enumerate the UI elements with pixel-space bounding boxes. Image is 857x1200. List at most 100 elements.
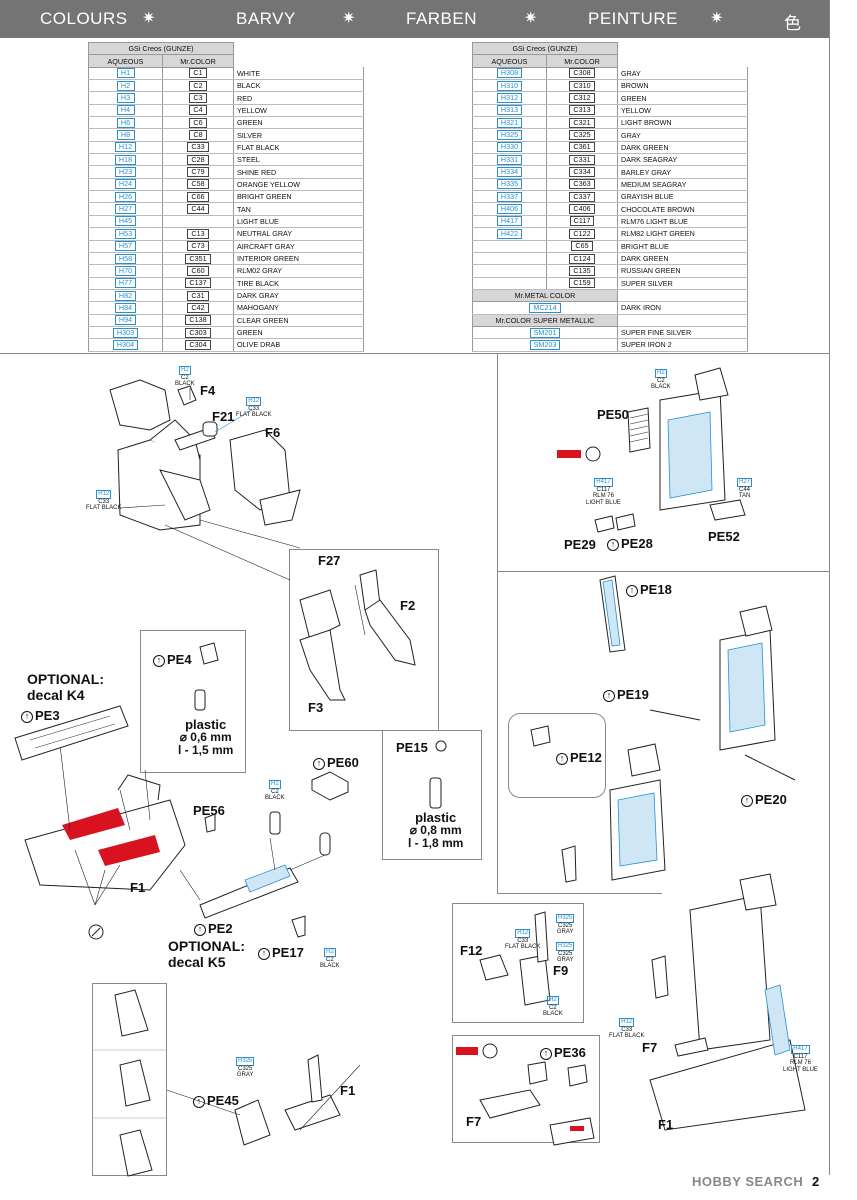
part-label-f4: F4 xyxy=(200,383,216,398)
f12-part xyxy=(479,954,509,981)
aqueous-code: H406 xyxy=(496,204,523,215)
mrcolor-code: C3 xyxy=(189,93,207,104)
color-row: H325 C325 GRAY xyxy=(472,128,748,142)
header-peinture: PEINTURE xyxy=(588,9,678,28)
part-label-pe2: ↑PE2 xyxy=(194,921,233,936)
red-swatch xyxy=(570,1126,584,1131)
aqueous-code: H321 xyxy=(496,117,523,128)
divider-line xyxy=(0,353,830,354)
part-label-pe60: ↑PE60 xyxy=(313,755,359,770)
color-name: BARLEY GRAY xyxy=(617,165,748,179)
page-border xyxy=(829,0,830,1175)
aqueous-code: H57 xyxy=(114,241,137,252)
pe36-inset xyxy=(452,1035,600,1143)
mrcolor-code: C4 xyxy=(189,105,207,116)
mrcolor-code: C122 xyxy=(569,228,595,239)
f9-part xyxy=(519,954,551,1006)
mrcolor-code: C321 xyxy=(569,117,595,128)
fold-icon: ↑ xyxy=(258,947,270,960)
mrcolor-code: C42 xyxy=(187,302,209,313)
plastic-length: l - 1,5 mm xyxy=(178,743,234,757)
f1-cockpit-tub-right xyxy=(649,1039,806,1131)
mrcolor-code: C325 xyxy=(569,130,595,141)
color-name: TIRE BLACK xyxy=(233,277,364,290)
color-name: YELLOW xyxy=(233,104,364,118)
color-name: WHITE xyxy=(233,67,364,81)
color-name: CHOCOLATE BROWN xyxy=(617,202,748,216)
mrcolor-code: C304 xyxy=(185,339,211,350)
plastic-rod-06 xyxy=(194,689,206,711)
part-label-pe15: PE15 xyxy=(396,740,428,755)
divider-line xyxy=(497,571,830,572)
color-name: RED xyxy=(233,91,364,105)
color-name: BRIGHT GREEN xyxy=(233,190,364,204)
aqueous-code: H77 xyxy=(114,278,137,289)
red-swatch xyxy=(557,450,581,458)
color-name: GRAY xyxy=(617,67,748,81)
f7-installed xyxy=(674,1037,709,1057)
header-colours: COLOURS xyxy=(40,9,128,28)
color-name: MEDIUM SEAGRAY xyxy=(617,178,748,192)
part-label-pe20: ↑PE20 xyxy=(741,792,787,807)
optional-decal-k5: OPTIONAL:decal K5 xyxy=(168,938,245,970)
aqueous-code: H325 xyxy=(496,130,523,141)
pe4-part xyxy=(199,642,219,665)
color-name: GRAY xyxy=(617,128,748,142)
divider-line xyxy=(497,353,498,893)
f27-inset xyxy=(289,549,439,731)
plastic-word: plastic xyxy=(415,810,457,825)
color-name: GREEN xyxy=(233,116,364,130)
fold-icon: ↑ xyxy=(21,710,33,723)
mrcolor-code: C363 xyxy=(569,179,595,190)
aqueous-code: H8 xyxy=(116,130,135,141)
pe52-part xyxy=(709,499,746,521)
mrcolor-code: C303 xyxy=(185,327,211,338)
header-star: ✷ xyxy=(524,10,538,27)
part-label-f27: F27 xyxy=(318,553,341,568)
mrcolor-code: C334 xyxy=(569,167,595,178)
pe45-installed xyxy=(234,1099,271,1146)
metal-header: Mr.METAL COLOR xyxy=(472,288,618,303)
mrcolor-code: C13 xyxy=(187,228,209,239)
part-label-pe36: ↑PE36 xyxy=(540,1045,586,1060)
header-star: ✷ xyxy=(142,10,156,27)
mrcolor-code: C73 xyxy=(187,241,209,252)
aqueous-code: H45 xyxy=(114,216,137,227)
color-name: SUPER FINE SILVER xyxy=(617,326,748,340)
mrcolor-code: C60 xyxy=(187,265,209,276)
part-label-f2: F2 xyxy=(400,598,416,613)
color-name: LIGHT BROWN xyxy=(617,116,748,130)
part-label-pe18: ↑PE18 xyxy=(626,582,672,597)
mrcolor-code: C313 xyxy=(569,105,595,116)
aqueous-code: H2 xyxy=(116,80,135,91)
mrcolor-code: C28 xyxy=(187,154,209,165)
color-name: RLM76 LIGHT BLUE xyxy=(617,215,748,229)
header-star: ✷ xyxy=(342,10,356,27)
mrcolor-code: C312 xyxy=(569,93,595,104)
pe17-part xyxy=(291,915,306,938)
aqueous-code: H23 xyxy=(114,167,137,178)
mrcolor-code: C138 xyxy=(185,315,211,326)
mrcolor-code: C331 xyxy=(569,154,595,165)
part-label-pe28: ↑PE28 xyxy=(607,536,653,551)
header-kanji: 色 xyxy=(784,14,802,33)
